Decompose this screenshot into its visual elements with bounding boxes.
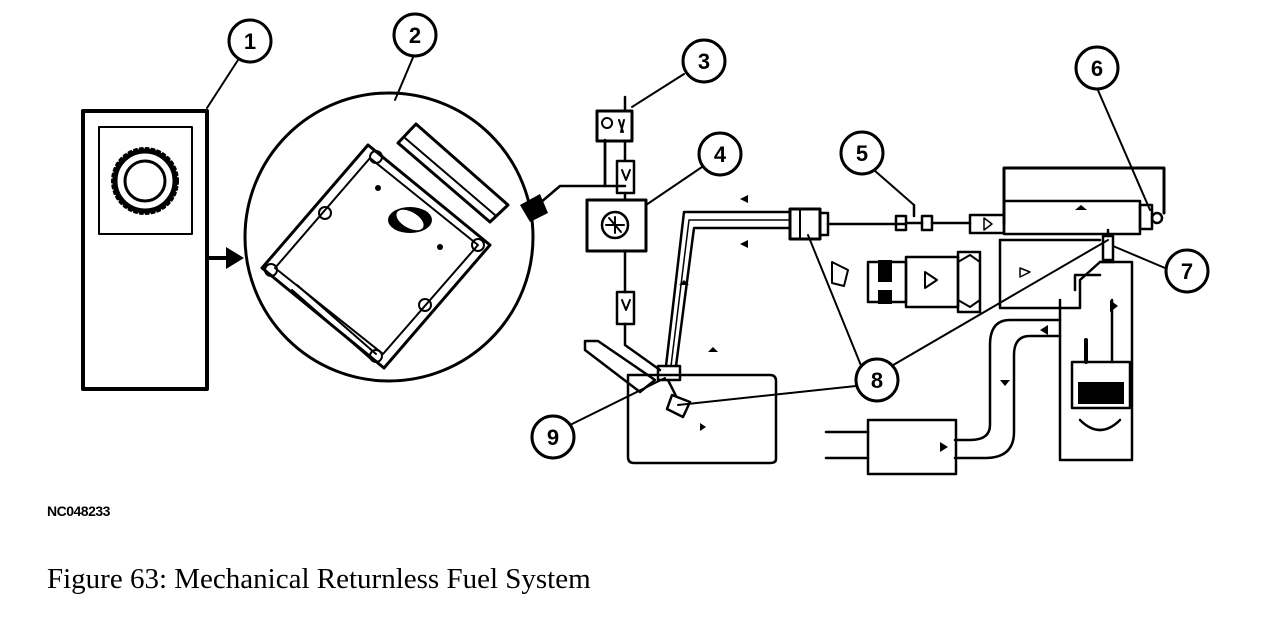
svg-text:7: 7 [1181,259,1193,284]
exhaust-system [824,318,1062,476]
fuel-filter [788,207,907,241]
figure-caption: Figure 63: Mechanical Returnless Fuel Sy… [47,563,591,595]
fuel-system-diagram: 1 2 3 4 5 6 7 8 9 [81,12,1210,476]
svg-text:5: 5 [856,141,868,166]
figure-reference-code: NC048233 [47,503,110,519]
callout-9: 9 [530,414,576,460]
control-module [81,109,209,391]
fuel-supply-line [664,195,792,368]
svg-text:3: 3 [698,49,710,74]
fuel-pressure-test-port [894,203,1006,235]
fuse-upper [615,159,636,195]
pump-driver-module [585,191,648,294]
module-detail-zoom [243,91,535,383]
callout-7: 7 [1164,248,1210,294]
engine-cylinder [1058,260,1134,462]
leader-lines [206,54,1166,426]
callout-6: 6 [1074,45,1120,91]
svg-text:4: 4 [714,142,727,167]
callout-3: 3 [681,38,727,84]
fuel-tank [583,339,778,465]
fuse-lower [615,290,662,372]
callout-8: 8 [854,357,900,403]
svg-text:6: 6 [1091,56,1103,81]
callout-2: 2 [392,12,438,58]
fuel-rail [1002,166,1166,236]
svg-text:2: 2 [409,23,421,48]
arrow-detail-to-relay [520,138,607,222]
svg-text:8: 8 [871,368,883,393]
callout-4: 4 [697,131,743,177]
callout-5: 5 [839,130,885,176]
callout-1: 1 [227,18,273,64]
inertia-switch [595,95,634,188]
arrow-module-to-detail [205,247,244,269]
svg-text:9: 9 [547,425,559,450]
svg-text:1: 1 [244,29,256,54]
